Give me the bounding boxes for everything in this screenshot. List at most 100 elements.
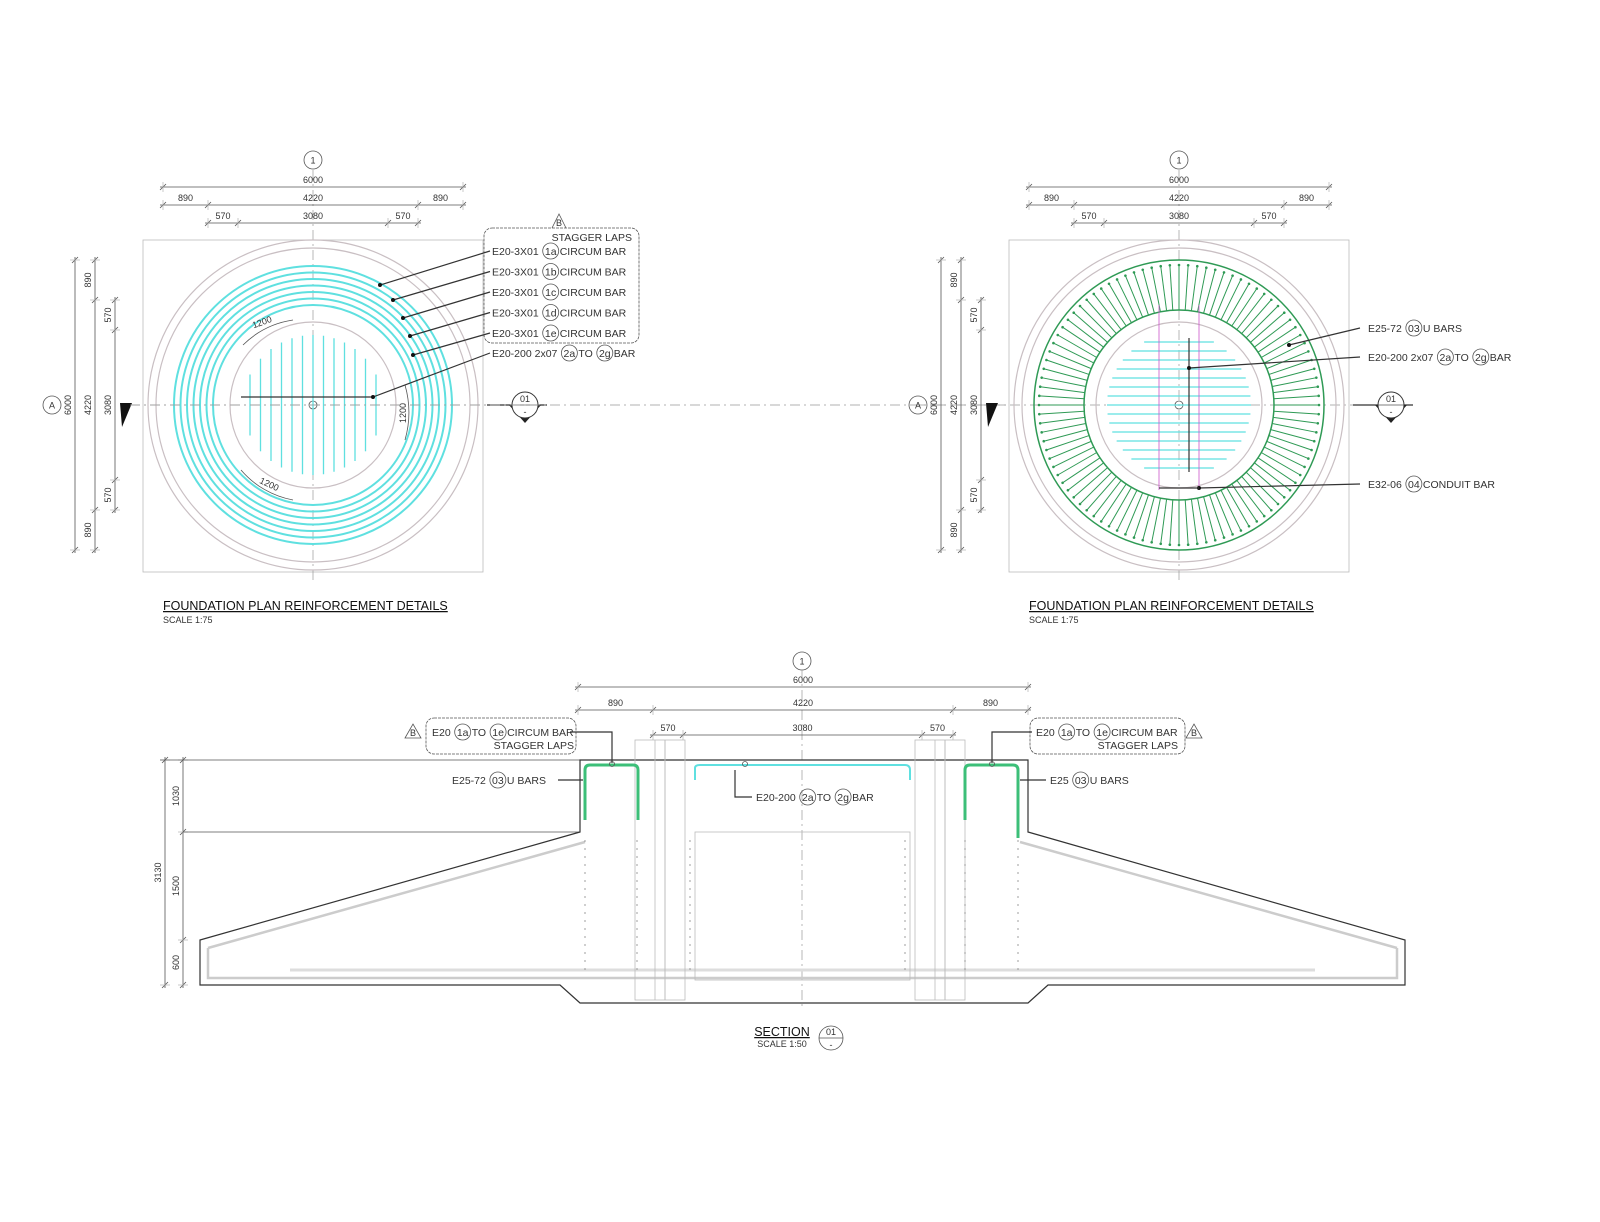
dimension-text: 890: [178, 193, 193, 203]
grid-bubble: [908, 395, 928, 415]
stagger-text: STAGGER LAPS: [1098, 740, 1178, 752]
u-bar: [1190, 266, 1198, 311]
callout-cloud: [425, 717, 577, 755]
u-bar: [1049, 350, 1092, 370]
u-bar-end: [1078, 304, 1082, 308]
u-bar-end: [1316, 421, 1320, 425]
u-bar: [1272, 423, 1317, 433]
u-bar: [1231, 483, 1258, 522]
u-bar-end: [1115, 278, 1119, 281]
dimension-text: 4220: [303, 193, 323, 203]
u-bar: [1142, 496, 1155, 541]
u-bar-right: [963, 763, 1020, 838]
bar-mark: 03: [1075, 775, 1087, 787]
dimension-text: 570: [395, 211, 410, 221]
u-bar: [1169, 499, 1174, 545]
u-bar-end: [1159, 542, 1163, 546]
callout-text: E20-3X01: [492, 287, 539, 299]
callout-text: E20: [1036, 727, 1055, 739]
bar-mark: 1d: [545, 308, 557, 320]
callout-text: E20-200 2x07: [492, 348, 558, 360]
u-bar: [1160, 266, 1168, 311]
leader-line: [1288, 327, 1361, 346]
u-bar-end: [1282, 311, 1286, 314]
u-bar: [1142, 269, 1155, 314]
u-bar: [1270, 368, 1315, 381]
u-bar-end: [1132, 271, 1136, 274]
u-bar: [1046, 435, 1090, 451]
dimension-text: 3130: [153, 862, 163, 882]
u-bar-end: [1186, 263, 1190, 267]
u-bar-end: [1298, 333, 1302, 337]
u-bar: [1062, 457, 1101, 484]
mark-bubble: [1405, 319, 1423, 337]
u-bar: [1250, 467, 1285, 498]
u-bar-end: [1085, 508, 1088, 512]
u-bar: [1108, 283, 1132, 323]
u-bar-end: [1255, 520, 1259, 523]
callout-text: U BARS: [1090, 775, 1129, 787]
u-bar: [1209, 272, 1225, 316]
leader-line: [1198, 483, 1361, 489]
callout-text: CIRCUM BAR: [560, 308, 627, 320]
u-bar-end: [1092, 514, 1096, 518]
leader-dot: [742, 761, 748, 767]
mark-bubble: [489, 723, 507, 741]
u-bar-end: [1315, 431, 1318, 434]
u-bar-end: [1310, 448, 1313, 452]
u-bar: [1133, 272, 1149, 316]
u-bar: [1245, 471, 1279, 505]
u-bar-end: [1315, 376, 1318, 379]
bar-mark: 1b: [545, 267, 557, 279]
u-bar-end: [1045, 448, 1048, 452]
callout-text: CIRCUM BAR: [1111, 727, 1178, 739]
callout-text: BAR: [852, 792, 874, 804]
u-bar-end: [1037, 394, 1041, 398]
bubble-text: 1: [799, 657, 804, 667]
section-title: SECTION: [754, 1025, 810, 1039]
u-bar-end: [1150, 541, 1153, 544]
mark-bubble: [1072, 771, 1090, 789]
u-bar: [1124, 275, 1144, 318]
grid-bubble: [303, 150, 323, 170]
callout-text: TO: [472, 727, 486, 739]
dimension-text: 3080: [969, 395, 979, 415]
u-bar: [1169, 265, 1174, 311]
stagger-text: STAGGER LAPS: [494, 740, 574, 752]
u-bar-end: [1037, 412, 1041, 416]
mark-bubble: [1058, 723, 1076, 741]
u-bar: [1273, 416, 1318, 424]
callout-text: E20: [432, 727, 451, 739]
dimension-text: 890: [983, 698, 998, 708]
u-bar: [1245, 305, 1279, 339]
top-bar-cyan: [694, 764, 911, 780]
u-bar-end: [1042, 439, 1046, 443]
u-bar-end: [1085, 298, 1088, 302]
u-bar: [1273, 386, 1318, 394]
revision-text: B: [410, 728, 416, 738]
u-bar: [1190, 499, 1198, 544]
u-bar-end: [1052, 341, 1055, 345]
u-bar: [1086, 476, 1117, 511]
callout-text: CIRCUM BAR: [560, 267, 627, 279]
u-bar: [1273, 395, 1319, 400]
dimension-text: 890: [949, 272, 959, 287]
dimension-text: 570: [103, 307, 113, 322]
revision-triangle-icon: [551, 213, 567, 229]
u-bar: [1214, 492, 1234, 535]
u-bar: [1203, 496, 1216, 541]
arc-dimension: [240, 469, 294, 501]
mark-bubble: [542, 324, 560, 342]
reference-arrow-icon: [986, 403, 998, 427]
leader-line: [372, 352, 491, 398]
mark-bubble: [454, 723, 472, 741]
revision-triangle-icon: [1185, 723, 1203, 739]
bar-mark: 2a: [802, 792, 814, 804]
section-sheet: -: [1390, 407, 1393, 417]
section-sheet: -: [524, 407, 527, 417]
u-bar-end: [1239, 529, 1243, 532]
foundation-section-outline: [199, 759, 1406, 1004]
callout-text: E20-3X01: [492, 246, 539, 258]
